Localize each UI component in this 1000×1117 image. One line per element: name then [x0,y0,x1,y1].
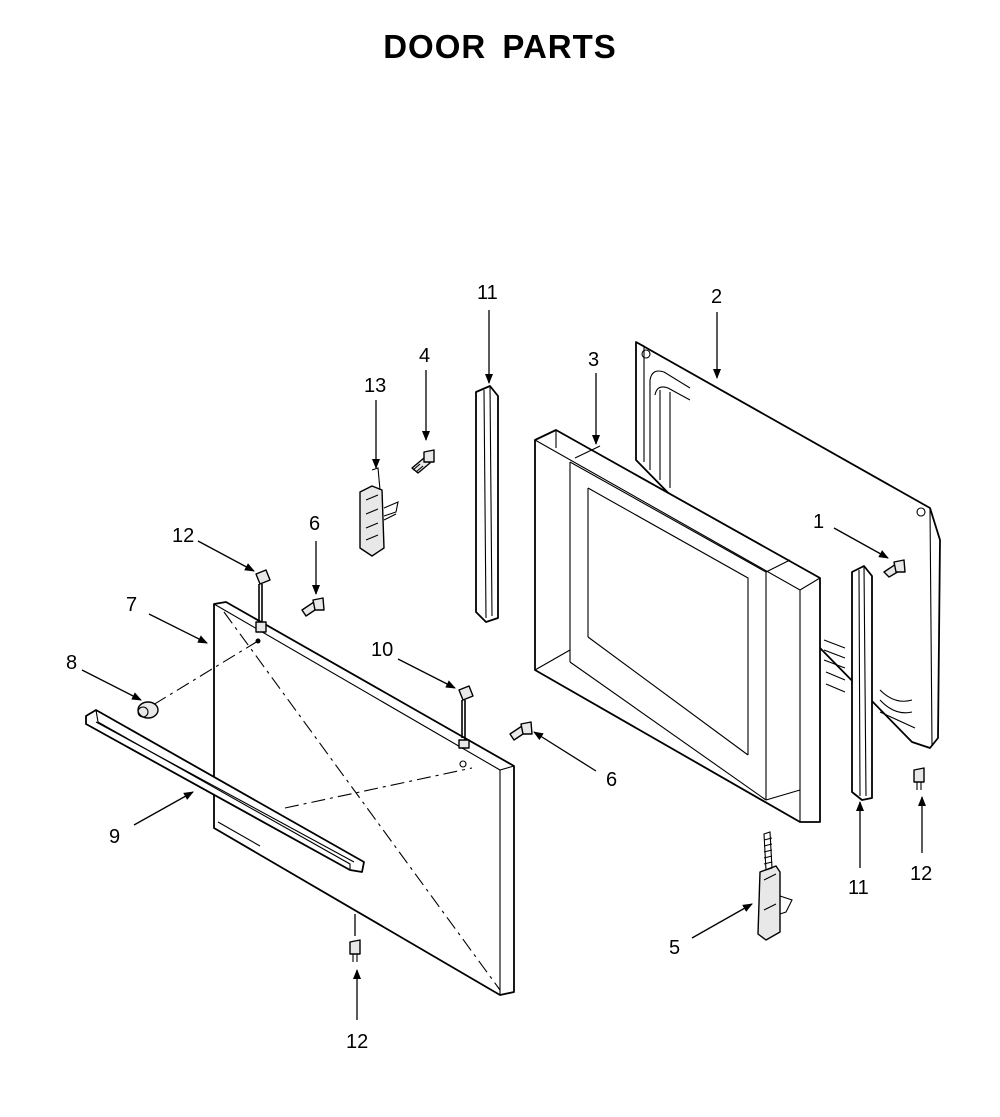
door-screw-top [301,597,325,617]
panel-bottom-screw [913,767,925,790]
callout-labels: 1 2 3 4 5 6 6 7 8 9 10 11 11 12 12 12 13 [66,282,932,1053]
callout-1: 1 [813,511,824,533]
panel-screw [883,559,906,578]
callout-12-bottom: 12 [346,1031,368,1053]
callout-6-top: 6 [309,513,320,535]
hinge-bracket [359,467,399,557]
callout-2: 2 [711,286,722,308]
door-screw-side [509,721,533,741]
callout-3: 3 [588,349,599,371]
door-bottom-screw [349,939,361,962]
callout-11-right: 11 [848,877,869,899]
callout-13: 13 [364,375,386,397]
callout-6-side: 6 [606,769,617,791]
door-frame [534,429,821,823]
callout-8: 8 [66,652,77,674]
hinge-screw [411,449,435,474]
callout-4: 4 [419,345,430,367]
handle-spacer [137,701,159,719]
callout-10: 10 [371,639,393,661]
door-hinge [757,831,793,941]
door-top-screw [255,569,271,633]
callout-7: 7 [126,594,137,616]
leader-lines [81,310,926,1020]
door-side-trim-right [851,565,873,801]
door-mid-screw [458,685,474,749]
callout-9: 9 [109,826,120,848]
callout-11-left: 11 [477,282,498,304]
door-handle [85,709,365,873]
callout-12-top: 12 [172,525,194,547]
page-title: DOOR PARTS [383,28,617,65]
door-side-trim-left [475,385,499,623]
callout-12-bottom-right: 12 [910,863,932,885]
outer-door-panel [147,601,515,996]
callout-5: 5 [669,937,680,959]
